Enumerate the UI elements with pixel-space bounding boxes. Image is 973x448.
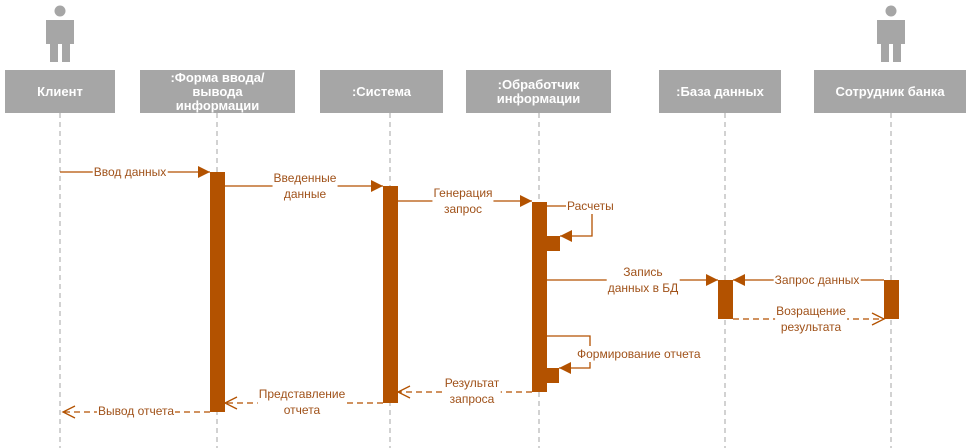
activation-bar bbox=[383, 186, 398, 403]
participant-io-form: :Форма ввода/ вывода информации bbox=[140, 70, 295, 113]
participant-processor: :Обработчик информации bbox=[466, 70, 611, 113]
open-arrowhead-icon bbox=[61, 405, 76, 419]
open-arrowhead-icon bbox=[223, 396, 238, 410]
arrowhead-icon bbox=[198, 166, 210, 178]
arrowhead-icon bbox=[560, 230, 572, 242]
participant-client: Клиент bbox=[5, 70, 115, 113]
message-label-report-forming: Формирование отчета bbox=[576, 346, 702, 362]
actor-icon bbox=[46, 20, 74, 62]
activation-bar bbox=[210, 172, 225, 412]
open-arrowhead-icon bbox=[396, 385, 411, 399]
participant-system: :Система bbox=[320, 70, 443, 113]
activation-bar bbox=[884, 280, 899, 319]
message-label-report-output: Вывод отчета bbox=[96, 403, 176, 419]
message-label-entered-data: Введенные данные bbox=[272, 170, 338, 202]
activation-bar bbox=[718, 280, 733, 319]
message-label-report-presentation: Представление отчета bbox=[257, 386, 347, 418]
message-label-input-data: Ввод данных bbox=[92, 164, 168, 180]
activation-bar bbox=[547, 368, 559, 383]
message-label-write-db: Запись данных в БД bbox=[606, 264, 680, 296]
actor-icon bbox=[54, 5, 66, 17]
participant-bank-employee: Сотрудник банка bbox=[814, 70, 966, 113]
message-label-generate-request: Генерация запрос bbox=[432, 185, 494, 217]
message-label-return-result: Возращение результата bbox=[775, 303, 847, 335]
activation-bar bbox=[532, 202, 547, 392]
activation-bar bbox=[547, 236, 560, 251]
arrowhead-icon bbox=[520, 195, 532, 207]
actor-icon bbox=[877, 20, 905, 62]
message-label-request-data: Запрос данных bbox=[773, 272, 861, 288]
open-arrowhead-icon bbox=[871, 312, 886, 326]
arrowhead-icon bbox=[706, 274, 718, 286]
message-label-query-result: Результат запроса bbox=[443, 375, 501, 407]
actor-icon bbox=[885, 5, 897, 17]
participant-database: :База данных bbox=[659, 70, 781, 113]
arrowhead-icon bbox=[733, 274, 745, 286]
arrowhead-icon bbox=[559, 362, 571, 374]
message-label-calculations: Расчеты bbox=[566, 198, 615, 214]
arrowhead-icon bbox=[371, 180, 383, 192]
